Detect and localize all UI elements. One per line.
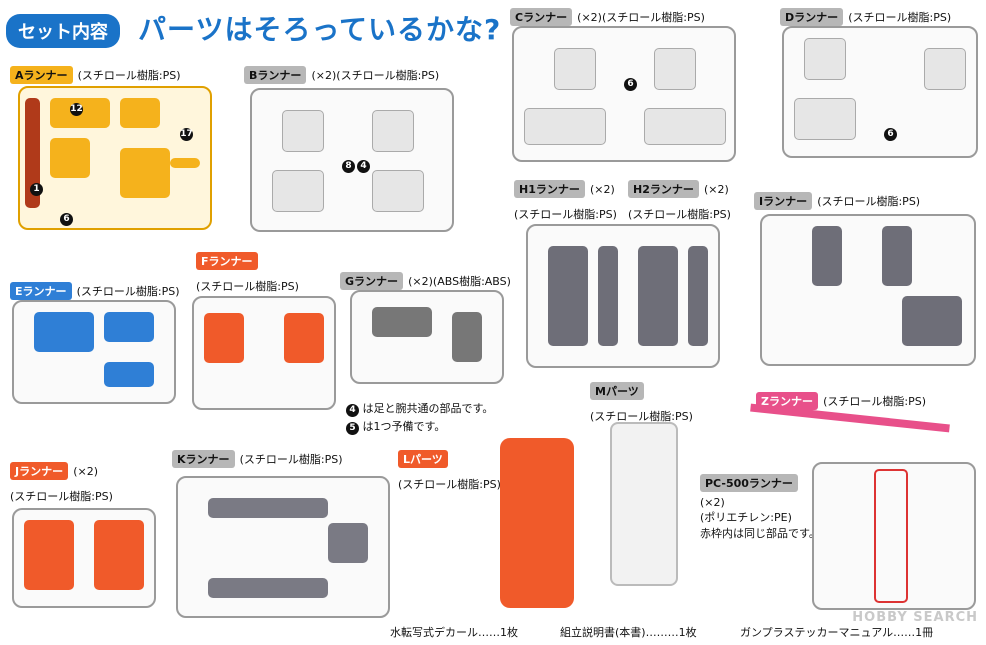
runner-g-material: (×2)(ABS樹脂:ABS) — [408, 275, 511, 288]
footer-magazine: ガンプラステッカーマニュアル……1冊 — [740, 626, 934, 639]
runner-z-tag: Zランナー — [756, 392, 818, 410]
runner-c-material: (×2)(スチロール樹脂:PS) — [577, 11, 705, 24]
part-m — [610, 422, 678, 586]
runner-h2-count: (×2) — [703, 183, 729, 196]
runner-d: 6 — [782, 26, 978, 158]
runner-j — [12, 508, 156, 608]
runner-g-label: Gランナー (×2)(ABS樹脂:ABS) — [340, 270, 511, 290]
part-m-material: (スチロール樹脂:PS) — [590, 410, 693, 423]
runner-h1-material: (スチロール樹脂:PS) — [514, 208, 617, 221]
page-title: パーツはそろっているかな? — [138, 13, 502, 46]
runner-g — [350, 290, 504, 384]
runner-z-material: (スチロール樹脂:PS) — [823, 395, 926, 408]
runner-i — [760, 214, 976, 366]
runner-j-material: (スチロール樹脂:PS) — [10, 490, 113, 503]
runner-h1-tag: H1ランナー — [514, 180, 585, 198]
runner-pc500-material: (ポリエチレン:PE) — [700, 511, 792, 524]
runner-i-label: Iランナー (スチロール樹脂:PS) — [754, 190, 920, 210]
runner-a-tag: Aランナー — [10, 66, 73, 84]
runner-c-tag: Cランナー — [510, 8, 573, 26]
runner-e-tag: Eランナー — [10, 282, 72, 300]
runner-k-tag: Kランナー — [172, 450, 235, 468]
runner-j-count: (×2) — [73, 465, 98, 478]
runner-e-material: (スチロール樹脂:PS) — [76, 285, 180, 298]
runner-h — [526, 224, 720, 368]
runner-i-tag: Iランナー — [754, 192, 813, 210]
runner-f — [192, 296, 336, 410]
runner-c: 6 — [512, 26, 736, 162]
runner-d-tag: Dランナー — [780, 8, 844, 26]
footer-decal: 水転写式デカール……1枚 — [390, 626, 518, 639]
runner-k-label: Kランナー (スチロール樹脂:PS) — [172, 448, 343, 468]
part-l-material: (スチロール樹脂:PS) — [398, 478, 501, 491]
runner-j-label: Jランナー (×2) (スチロール樹脂:PS) — [10, 460, 113, 504]
contents-badge: セット内容 — [6, 14, 120, 48]
runner-e-label: Eランナー (スチロール樹脂:PS) — [10, 280, 180, 300]
runner-h1-count: (×2) — [589, 183, 615, 196]
runner-b: 8 4 — [250, 88, 454, 232]
runner-a-material: (スチロール樹脂:PS) — [77, 69, 181, 82]
runner-b-tag: Bランナー — [244, 66, 307, 84]
runner-f-material: (スチロール樹脂:PS) — [196, 280, 299, 293]
part-l-tag: Lパーツ — [398, 450, 448, 468]
note-g5: 5 は1つ予備です。 — [346, 418, 445, 435]
runner-i-material: (スチロール樹脂:PS) — [817, 195, 921, 208]
runner-pc500-note: 赤枠内は同じ部品です。 — [700, 527, 820, 540]
part-m-label: Mパーツ (スチロール樹脂:PS) — [590, 380, 693, 424]
runner-b-material: (×2)(スチロール樹脂:PS) — [311, 69, 440, 82]
runner-h2-tag: H2ランナー — [628, 180, 699, 198]
part-m-tag: Mパーツ — [590, 382, 644, 400]
runner-h2-label: H2ランナー (×2) (スチロール樹脂:PS) — [628, 178, 731, 222]
runner-j-tag: Jランナー — [10, 462, 69, 480]
runner-h1-label: H1ランナー (×2) (スチロール樹脂:PS) — [514, 178, 617, 222]
note-g4-text: は足と腕共通の部品です。 — [362, 402, 494, 415]
runner-c-label: Cランナー (×2)(スチロール樹脂:PS) — [510, 6, 705, 26]
runner-pc500 — [812, 462, 976, 610]
runner-h2-material: (スチロール樹脂:PS) — [628, 208, 731, 221]
runner-d-label: Dランナー (スチロール樹脂:PS) — [780, 6, 951, 26]
note-g4: 4 は足と腕共通の部品です。 — [346, 400, 493, 417]
runner-d-material: (スチロール樹脂:PS) — [848, 11, 952, 24]
note-g4-num: 4 — [346, 404, 359, 417]
part-l — [500, 438, 574, 608]
note-g5-num: 5 — [346, 422, 359, 435]
runner-k — [176, 476, 390, 618]
runner-b-label: Bランナー (×2)(スチロール樹脂:PS) — [244, 64, 439, 84]
runner-z-label: Zランナー (スチロール樹脂:PS) — [756, 390, 926, 410]
runner-a: 12 1 6 17 — [18, 86, 212, 230]
runner-pc500-count: (×2) — [700, 496, 725, 509]
runner-f-label: Fランナー (スチロール樹脂:PS) — [196, 250, 299, 294]
runner-e — [12, 300, 176, 404]
note-g5-text: は1つ予備です。 — [362, 420, 446, 433]
runner-pc500-label: PC-500ランナー (×2) (ポリエチレン:PE) 赤枠内は同じ部品です。 — [700, 472, 820, 541]
footer-manual: 組立説明書(本書)………1枚 — [560, 626, 697, 639]
watermark: HOBBY SEARCH — [852, 610, 978, 625]
runner-f-tag: Fランナー — [196, 252, 258, 270]
runner-k-material: (スチロール樹脂:PS) — [239, 453, 343, 466]
runner-pc500-tag: PC-500ランナー — [700, 474, 798, 492]
part-l-label: Lパーツ (スチロール樹脂:PS) — [398, 448, 501, 492]
runner-a-label: Aランナー (スチロール樹脂:PS) — [10, 64, 181, 84]
runner-g-tag: Gランナー — [340, 272, 404, 290]
